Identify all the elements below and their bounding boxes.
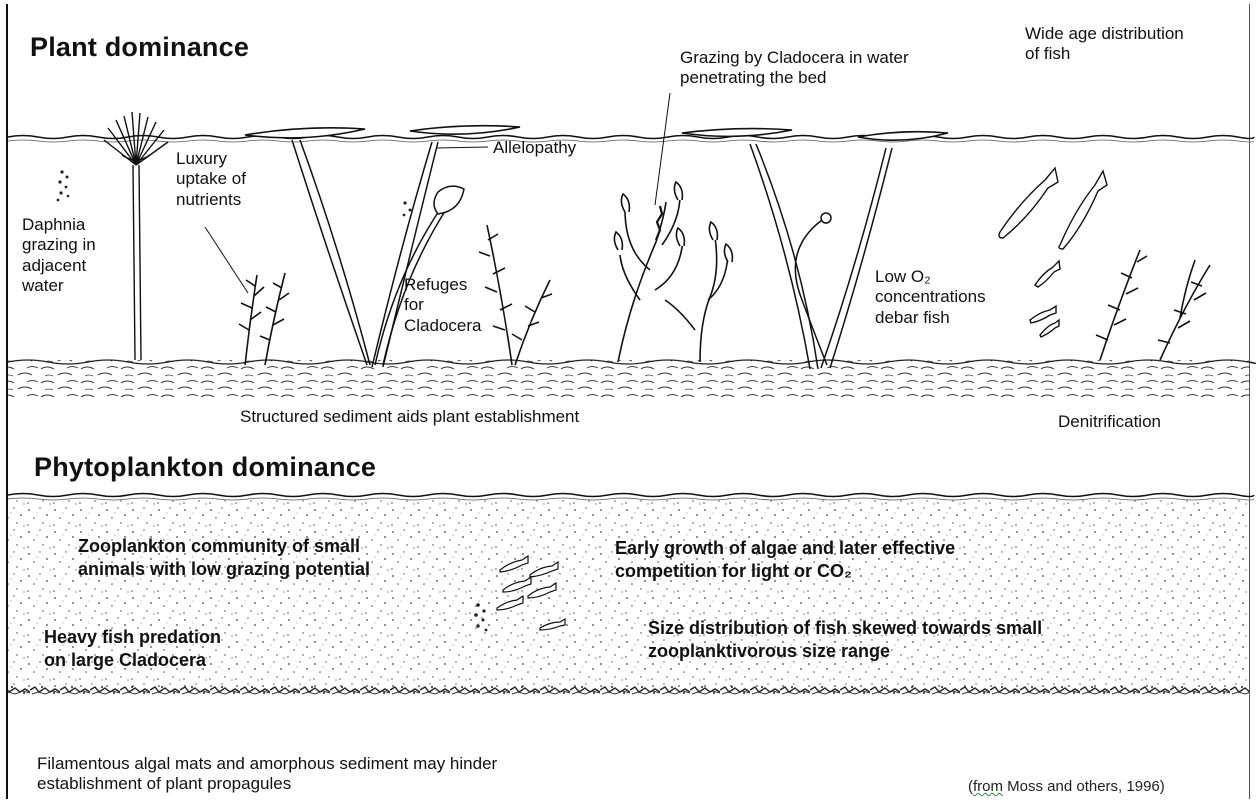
label-allelopathy: Allelopathy <box>493 138 576 158</box>
label-refuges: Refuges for Cladocera <box>404 275 482 336</box>
label-early-growth: Early growth of algae and later effectiv… <box>615 537 955 582</box>
source-citation: (from Moss and others, 1996) <box>968 778 1165 796</box>
label-luxury-uptake: Luxury uptake of nutrients <box>176 149 246 210</box>
label-structured-sediment: Structured sediment aids plant establish… <box>240 407 579 427</box>
water-surface-line <box>8 136 1254 139</box>
label-filamentous: Filamentous algal mats and amorphous sed… <box>37 754 497 795</box>
label-grazing-cladocera: Grazing by Cladocera in water penetratin… <box>680 48 909 89</box>
rosette-plant <box>104 112 168 360</box>
label-daphnia: Daphnia grazing in adjacent water <box>22 215 96 297</box>
source-underlined: from <box>973 778 1003 795</box>
label-wide-age: Wide age distribution of fish <box>1025 24 1184 65</box>
phytoplankton-dominance-heading: Phytoplankton dominance <box>34 451 376 483</box>
phyto-sediment-mat <box>8 684 1250 698</box>
plant-dominance-heading: Plant dominance <box>30 31 249 63</box>
label-denitrification: Denitrification <box>1058 412 1161 432</box>
label-size-distribution: Size distribution of fish skewed towards… <box>648 617 1042 662</box>
source-rest: Moss and others, 1996) <box>1003 778 1165 795</box>
plant-panel-water <box>8 136 1254 143</box>
plant-sediment-bed <box>8 360 1256 400</box>
label-zooplankton: Zooplankton community of small animals w… <box>78 535 370 580</box>
phyto-water-surface <box>8 494 1254 497</box>
label-heavy-fish: Heavy fish predation on large Cladocera <box>44 626 221 671</box>
fish-group-top <box>999 168 1107 337</box>
branching-plant <box>614 182 732 362</box>
label-low-o2: Low O₂ concentrations debar fish <box>875 267 986 328</box>
